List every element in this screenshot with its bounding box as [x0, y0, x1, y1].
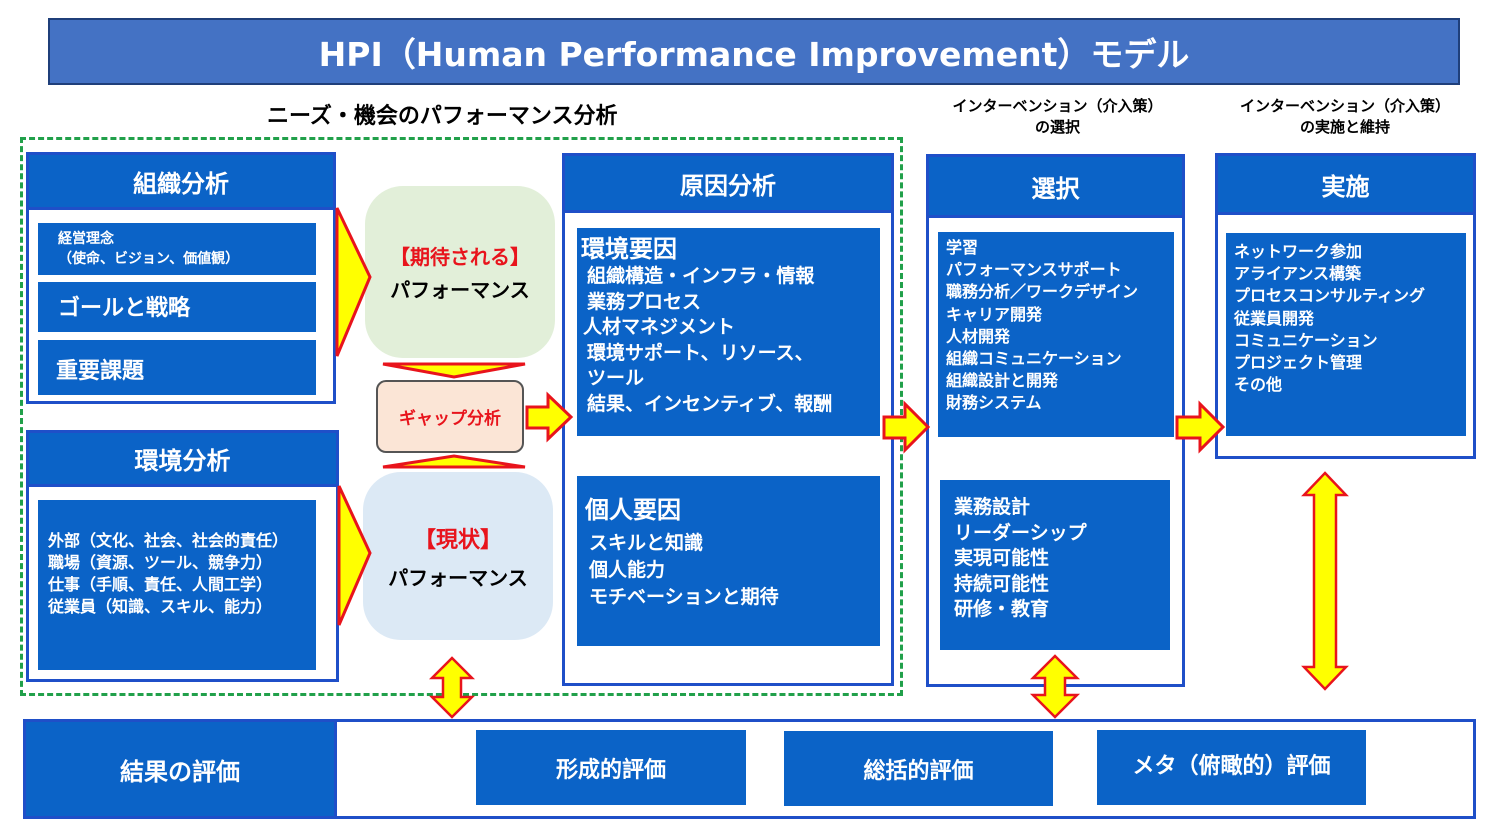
- summative-evaluation: 総括的評価: [784, 731, 1053, 806]
- implementation-evaluation-double-arrow: [1301, 471, 1349, 691]
- selection-item: 業務設計: [954, 496, 1031, 518]
- selection-evaluation-double-arrow: [1029, 654, 1081, 719]
- selection-item: 組織コミュニケーション: [946, 349, 1122, 369]
- org-to-expected-arrow: [335, 207, 372, 357]
- cause-to-selection-arrow: [882, 400, 931, 454]
- clouds-evaluation-double-arrow: [428, 656, 476, 719]
- current-performance: 【現状】 パフォーマンス: [363, 472, 553, 640]
- org-item-text: 経営理念: [58, 231, 114, 247]
- env-item: 外部（文化、社会、社会的責任）: [48, 531, 289, 550]
- expected-to-gap-arrow: [382, 362, 526, 379]
- env-item: 職場（資源、ツール、競争力）: [48, 553, 273, 572]
- implementation-item: コミュニケーション: [1234, 330, 1378, 350]
- cause-analysis-header: 原因分析: [562, 153, 894, 213]
- selection-item: 組織設計と開発: [946, 371, 1059, 391]
- env-factor-item: 結果、インセンティブ、報酬: [587, 392, 833, 415]
- heading-line: の実施と維持: [1299, 118, 1390, 136]
- org-item-issues: 重要課題: [38, 340, 316, 395]
- selection-items-1: 学習 パフォーマンスサポート 職務分析／ワークデザイン キャリア開発 人材開発 …: [938, 232, 1174, 437]
- individual-factors-title: 個人要因: [585, 496, 681, 524]
- intervention-impl-heading: インターベンション（介入策） の実施と維持: [1210, 96, 1480, 138]
- formative-evaluation: 形成的評価: [476, 730, 746, 805]
- selection-item: リーダーシップ: [954, 521, 1087, 544]
- env-analysis-header: 環境分析: [26, 430, 339, 487]
- selection-item: 実現可能性: [954, 547, 1050, 569]
- env-analysis-items: 外部（文化、社会、社会的責任） 職場（資源、ツール、競争力） 仕事（手順、責任、…: [38, 500, 316, 670]
- org-item-goals: ゴールと戦略: [38, 282, 316, 332]
- org-analysis-header: 組織分析: [26, 152, 336, 210]
- selection-items-2: 業務設計 リーダーシップ 実現可能性 持続可能性 研修・教育: [940, 480, 1170, 650]
- expected-label: パフォーマンス: [390, 278, 530, 302]
- selection-to-implementation-arrow: [1175, 400, 1226, 454]
- env-factors-box: 環境要因 組織構造・インフラ・情報 業務プロセス 人材マネジメント 環境サポート…: [577, 228, 880, 436]
- env-to-current-arrow: [337, 485, 372, 626]
- implementation-items: ネットワーク参加 アライアンス構築 プロセスコンサルティング 従業員開発 コミュ…: [1226, 233, 1466, 436]
- heading-line: インターベンション（介入策）: [1239, 97, 1450, 115]
- implementation-header: 実施: [1215, 153, 1476, 215]
- selection-item: キャリア開発: [946, 304, 1043, 324]
- selection-item: 人材開発: [946, 326, 1011, 346]
- implementation-item: プロセスコンサルティング: [1234, 286, 1426, 306]
- selection-item: パフォーマンスサポート: [946, 260, 1122, 280]
- env-item: 従業員（知識、スキル、能力）: [48, 597, 273, 616]
- selection-item: 職務分析／ワークデザイン: [946, 282, 1139, 302]
- env-factor-item: 組織構造・インフラ・情報: [587, 265, 815, 287]
- current-to-gap-arrow: [382, 454, 526, 469]
- env-factor-item: ツール: [587, 367, 645, 389]
- individual-factors-box: 個人要因 スキルと知識 個人能力 モチベーションと期待: [577, 476, 880, 646]
- selection-item: 学習: [946, 238, 979, 257]
- implementation-item: ネットワーク参加: [1234, 242, 1363, 261]
- evaluation-header: 結果の評価: [23, 719, 337, 819]
- env-item: 仕事（手順、責任、人間工学）: [48, 575, 273, 594]
- current-label: パフォーマンス: [388, 565, 528, 590]
- org-item-text: （使命、ビジョン、価値観）: [58, 251, 240, 267]
- env-factor-item: 環境サポート、リソース、: [587, 341, 814, 364]
- needs-heading: ニーズ・機会のパフォーマンス分析: [267, 104, 618, 129]
- selection-header: 選択: [926, 154, 1185, 218]
- individual-factor-item: 個人能力: [589, 559, 666, 581]
- expected-performance: 【期待される】 パフォーマンス: [365, 186, 555, 358]
- intervention-select-heading: インターベンション（介入策） の選択: [925, 96, 1190, 138]
- selection-item: 持続可能性: [954, 572, 1050, 595]
- gap-to-cause-arrow: [525, 391, 574, 443]
- gap-analysis: ギャップ分析: [376, 380, 524, 453]
- meta-evaluation: メタ（俯瞰的）評価: [1097, 730, 1366, 805]
- env-factors-title: 環境要因: [581, 235, 677, 263]
- org-item-philosophy: 経営理念 （使命、ビジョン、価値観）: [38, 223, 316, 275]
- heading-line: の選択: [1034, 118, 1080, 136]
- env-factor-item: 業務プロセス: [587, 290, 702, 313]
- heading-line: インターベンション（介入策）: [952, 97, 1163, 115]
- implementation-item: その他: [1234, 375, 1283, 395]
- implementation-item: アライアンス構築: [1234, 264, 1362, 284]
- current-bracket: 【現状】: [413, 527, 502, 553]
- selection-item: 財務システム: [946, 393, 1042, 413]
- implementation-item: 従業員開発: [1234, 308, 1315, 328]
- selection-item: 研修・教育: [954, 598, 1050, 620]
- individual-factor-item: スキルと知識: [589, 532, 704, 554]
- env-factor-item: 人材マネジメント: [583, 316, 736, 338]
- page-title: HPI（Human Performance Improvement）モデル: [48, 18, 1460, 85]
- implementation-item: プロジェクト管理: [1234, 353, 1363, 373]
- individual-factor-item: モチベーションと期待: [589, 586, 779, 608]
- expected-bracket: 【期待される】: [390, 245, 530, 269]
